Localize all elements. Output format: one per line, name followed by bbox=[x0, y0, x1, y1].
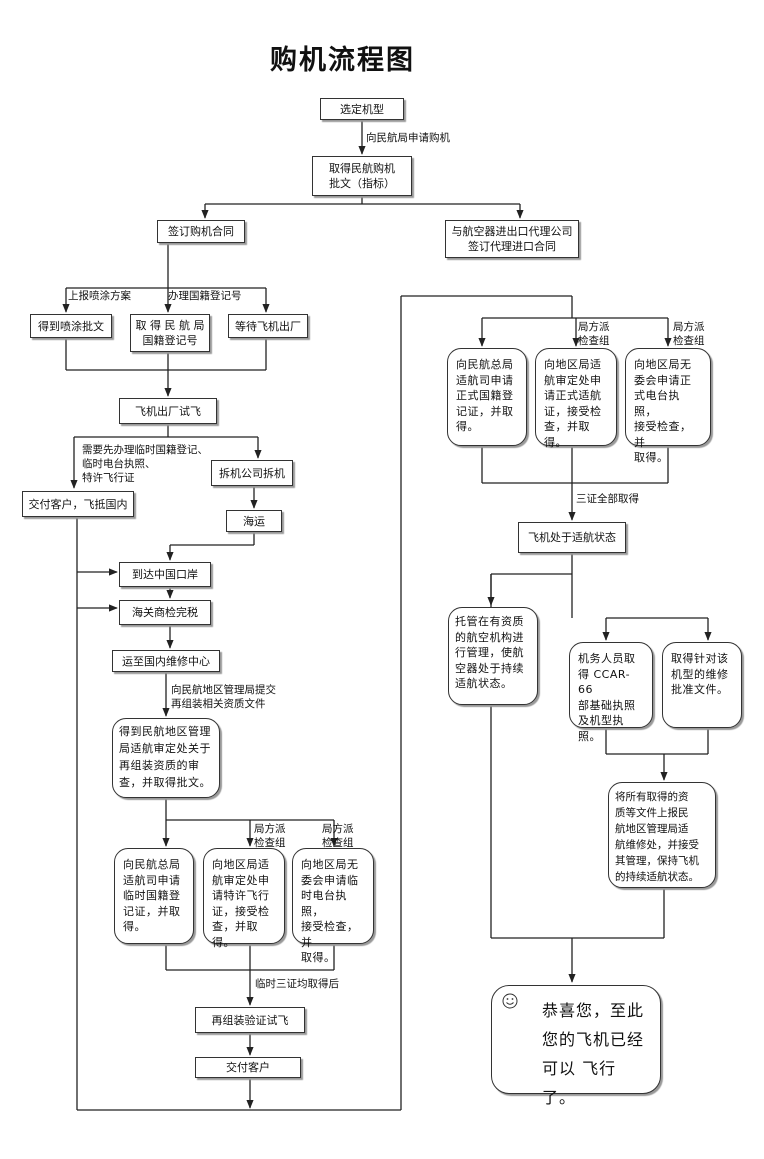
arrive-port-box: 到达中国口岸 bbox=[119, 562, 211, 587]
label-report-paint: 上报喷涂方案 bbox=[68, 290, 131, 302]
trust-org-box: 托管在有资质 的航空机构进 行管理，使航 空器处于持续 适航状态。 bbox=[448, 607, 538, 705]
congrats-text: 恭喜您，至此 您的飞机已经可以 飞行了。 bbox=[542, 1001, 645, 1107]
page-title: 购机流程图 bbox=[270, 45, 415, 76]
reg-number-box: 取 得 民 航 局 国籍登记号 bbox=[130, 314, 210, 352]
label-apply-caac: 向民航局申请购机 bbox=[366, 132, 450, 144]
label-inspect-4: 局方派 检查组 bbox=[673, 321, 705, 347]
await-factory-box: 等待飞机出厂 bbox=[228, 314, 308, 338]
reassembly-test-box: 再组装验证试飞 bbox=[195, 1007, 305, 1033]
label-three-done: 三证全部取得 bbox=[576, 493, 639, 505]
paint-approval-box: 得到喷涂批文 bbox=[30, 314, 112, 338]
factory-test-box: 飞机出厂试飞 bbox=[119, 398, 217, 424]
caac-approval-box: 取得民航购机 批文（指标） bbox=[312, 156, 412, 196]
airworthy-state-box: 飞机处于适航状态 bbox=[518, 522, 626, 553]
submit-docs-box: 将所有取得的资 质等文件上报民 航地区管理局适 航维修处，并接受 其管理，保持飞… bbox=[608, 782, 716, 888]
label-apply-reg: 办理国籍登记号 bbox=[168, 290, 242, 302]
regional-approval-box: 得到民航地区管理 局适航审定处关于 再组装资质的审 查，并取得批文。 bbox=[112, 718, 220, 798]
sea-transport-box: 海运 bbox=[226, 510, 282, 532]
select-model-box: 选定机型 bbox=[320, 98, 404, 120]
temp-radio-box: 向地区局无 委会申请临 时电台执照， 接受检查，并 取得。 bbox=[292, 848, 374, 964]
agent-contract-box: 与航空器进出口代理公司 签订代理进口合同 bbox=[445, 220, 579, 258]
label-apply-regional: 向民航地区管理局提交 再组装相关资质文件 bbox=[171, 684, 276, 710]
formal-radio-box: 向地区局无 委会申请正 式电台执照， 接受检查，并 取得。 bbox=[625, 348, 711, 464]
smiley-icon bbox=[502, 993, 518, 1009]
label-inspect-3: 局方派 检查组 bbox=[578, 321, 610, 347]
special-permit-box: 向地区局适 航审定处申 请特许飞行 证，接受检 查，并取得。 bbox=[203, 848, 285, 949]
manuals-box: 取得针对该 机型的维修 批准文件。 bbox=[662, 642, 742, 728]
label-inspect-1: 局方派 检查组 bbox=[254, 823, 286, 849]
congrats-box: 恭喜您，至此 您的飞机已经可以 飞行了。 bbox=[491, 985, 661, 1107]
label-inspect-2: 局方派 检查组 bbox=[322, 823, 354, 849]
disassemble-box: 拆机公司拆机 bbox=[211, 460, 293, 486]
formal-reg-box: 向民航总局 适航司申请 正式国籍登 记证，并取 得。 bbox=[447, 348, 527, 446]
label-need-temp: 需要先办理临时国籍登记、 临时电台执照、 特许飞行证 bbox=[82, 444, 208, 484]
sign-contract-box: 签订购机合同 bbox=[157, 220, 245, 243]
to-maintenance-box: 运至国内维修中心 bbox=[112, 650, 220, 672]
staff-license-box: 机务人员取 得 CCAR-66 部基础执照 及机型执照。 bbox=[569, 642, 653, 743]
deliver-abroad-box: 交付客户，飞抵国内 bbox=[22, 491, 134, 517]
temp-reg-box: 向民航总局 适航司申请 临时国籍登 记证，并取 得。 bbox=[114, 848, 194, 944]
deliver-customer-box: 交付客户 bbox=[195, 1057, 301, 1078]
customs-box: 海关商检完税 bbox=[119, 600, 211, 625]
label-temp-done: 临时三证均取得后 bbox=[255, 978, 339, 990]
formal-airworthy-box: 向地区局适 航审定处申 请正式适航 证，接受检 查，并取得。 bbox=[535, 348, 617, 449]
